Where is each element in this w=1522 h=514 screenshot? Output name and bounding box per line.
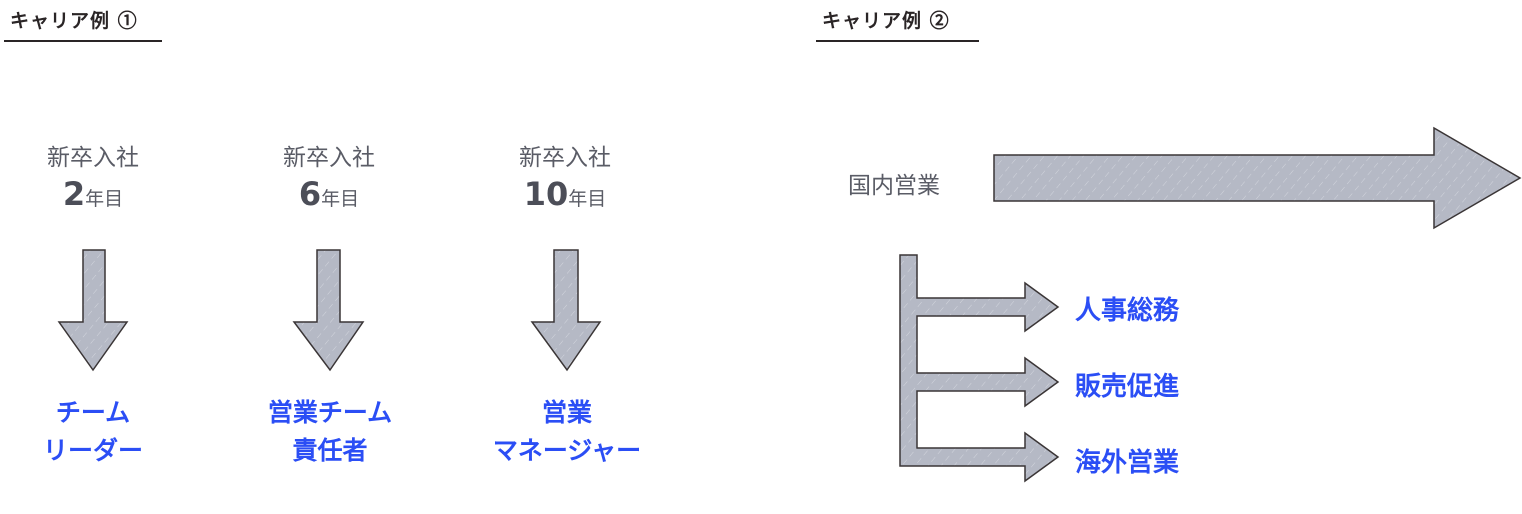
stage-year-6: 新卒入社 6年目 xyxy=(256,142,402,220)
role-team-leader: チーム リーダー xyxy=(42,398,143,465)
year-number: 2 xyxy=(62,175,86,213)
down-arrow-icon xyxy=(57,249,129,372)
heading-2-underline xyxy=(816,40,979,42)
year-number: 10 xyxy=(523,175,569,213)
stage-year-10: 新卒入社 10年目 xyxy=(492,142,638,220)
career-example-1-heading: キャリア例 ① xyxy=(10,10,138,32)
stage-label: 新卒入社 xyxy=(283,145,375,171)
heading-1-underline xyxy=(4,40,162,42)
year-unit: 年目 xyxy=(85,188,124,210)
year-unit: 年目 xyxy=(568,188,607,210)
year-number: 6 xyxy=(298,175,322,213)
role-sales-team-chief: 営業チーム 責任者 xyxy=(267,398,393,465)
down-arrow-icon xyxy=(292,249,365,372)
career-example-2-heading: キャリア例 ② xyxy=(822,10,950,32)
branch-label-hr: 人事総務 xyxy=(1075,296,1180,326)
role-sales-manager: 営業 マネージャー xyxy=(492,398,642,465)
down-arrow-icon xyxy=(530,249,602,372)
year-unit: 年目 xyxy=(321,188,360,210)
stage-label: 新卒入社 xyxy=(519,145,611,171)
main-track-label: 国内営業 xyxy=(848,173,940,199)
stage-label: 新卒入社 xyxy=(47,145,139,171)
stage-year-2: 新卒入社 2年目 xyxy=(20,142,166,220)
right-arrow-main-icon xyxy=(993,126,1522,230)
branch-label-promotion: 販売促進 xyxy=(1075,372,1180,402)
branch-arrows-icon xyxy=(899,254,1060,483)
branch-label-overseas: 海外営業 xyxy=(1075,448,1180,478)
